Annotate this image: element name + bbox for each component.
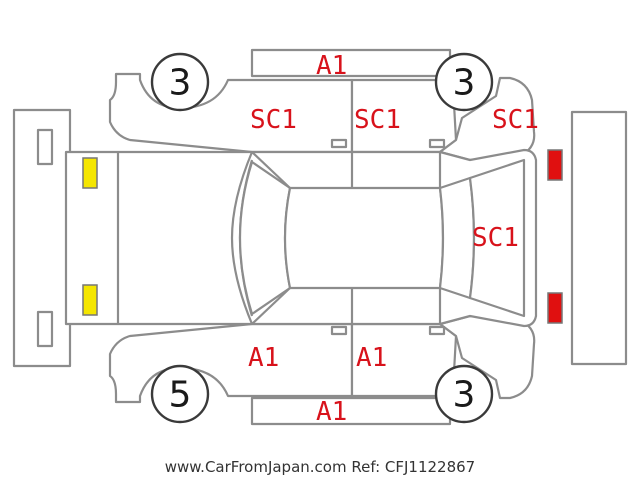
- roof-top-strip: [250, 48, 452, 78]
- tire-top-right: 3: [434, 52, 494, 112]
- front-light-top: [82, 157, 98, 189]
- rear-bumper: [570, 110, 628, 366]
- rear-light-top: [547, 149, 563, 181]
- tire-condition-top-right: 3: [453, 63, 476, 104]
- damage-label-left-rear-door: SC1: [354, 105, 401, 135]
- car-side-bottom: [108, 314, 536, 404]
- damage-label-left-front-door: SC1: [250, 105, 297, 135]
- tire-bottom-left: 5: [150, 364, 210, 424]
- damage-label-left-quarter: SC1: [492, 105, 539, 135]
- car-side-top: [108, 72, 536, 162]
- damage-label-roof-top: A1: [316, 51, 347, 81]
- car-body-top-view: [64, 148, 538, 328]
- damage-label-right-front-door: A1: [248, 343, 279, 373]
- tire-condition-bottom-right: 3: [453, 375, 476, 416]
- damage-label-rear-glass: SC1: [472, 223, 519, 253]
- tire-condition-top-left: 3: [169, 63, 192, 104]
- front-light-bottom: [82, 284, 98, 316]
- damage-label-roof-bottom: A1: [316, 397, 347, 427]
- rear-light-bottom: [547, 292, 563, 324]
- roof-bottom-strip: [250, 396, 452, 426]
- tire-bottom-right: 3: [434, 364, 494, 424]
- damage-label-right-rear-door: A1: [356, 343, 387, 373]
- tire-condition-bottom-left: 5: [169, 375, 192, 416]
- footer-watermark: www.CarFromJapan.com Ref: CFJ1122867: [165, 458, 475, 476]
- tire-top-left: 3: [150, 52, 210, 112]
- front-bumper: [12, 108, 72, 368]
